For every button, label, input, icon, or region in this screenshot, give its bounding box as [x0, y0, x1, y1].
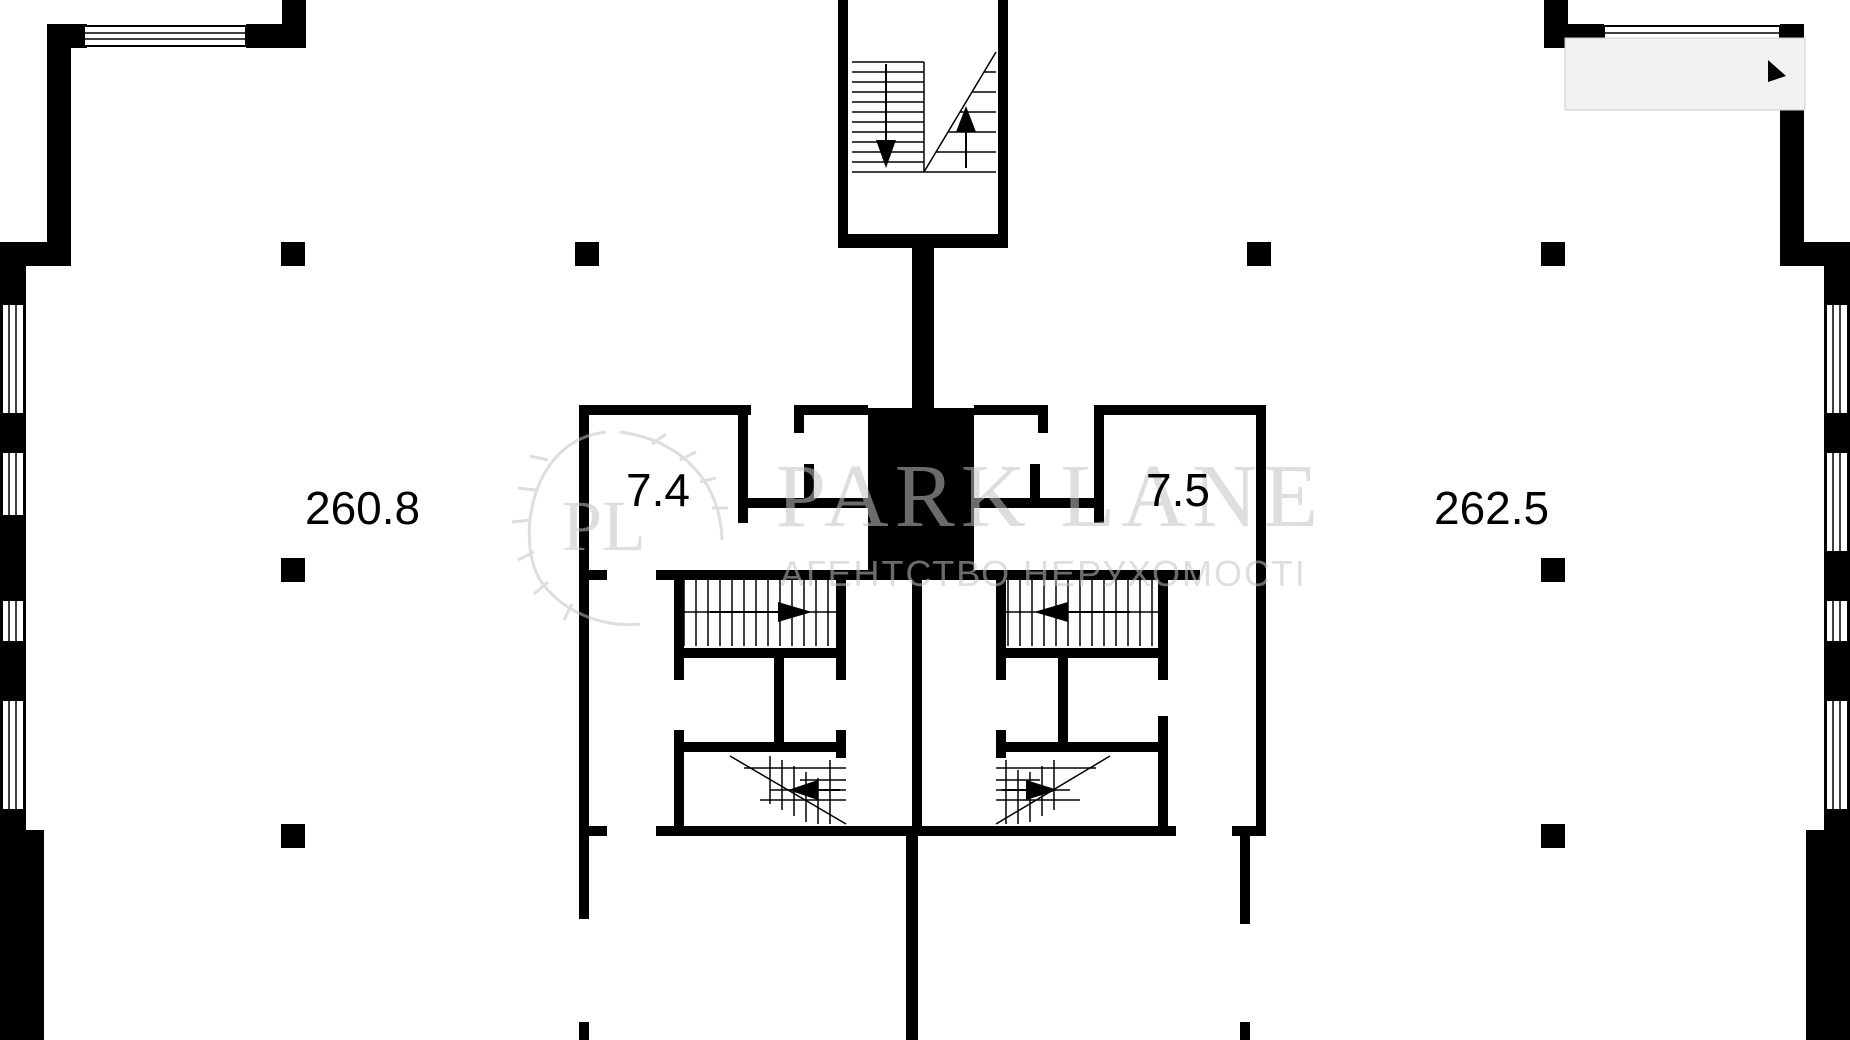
- window-icon: [1, 699, 25, 811]
- window-icon: [1, 451, 25, 517]
- center-divider-wall: [912, 576, 922, 832]
- left-landing-top: [674, 648, 846, 658]
- column-icon: [1247, 242, 1271, 266]
- left-upper-wall: [47, 24, 71, 266]
- window-icon: [1, 599, 25, 643]
- right-top-stub: [1544, 0, 1568, 48]
- stair-arrow-icon: [1034, 602, 1130, 622]
- room-area-left-hall: 260.8: [305, 482, 420, 534]
- column-icon: [281, 558, 305, 582]
- column-icon: [1541, 242, 1565, 266]
- right-stair-outer: [1158, 576, 1168, 680]
- left-landing-divider: [774, 648, 784, 752]
- column-icon: [1541, 558, 1565, 582]
- watermark-tagline: АГЕНТСТВО НЕРУХОМОСТІ: [780, 553, 1307, 594]
- lower-center-wall: [906, 832, 918, 1040]
- corner-arrow-icon: [1768, 60, 1786, 82]
- right-landing-divider: [1058, 648, 1068, 752]
- window-icon: [1825, 303, 1849, 415]
- right-room-left-wall: [1094, 405, 1104, 523]
- left-lower-stair-inner: [836, 730, 846, 758]
- stair-zone-bottom-wall: [656, 826, 1176, 836]
- left-room-right-wall: [738, 405, 748, 523]
- lower-right-wall: [1240, 832, 1250, 924]
- central-core: [579, 405, 1266, 1040]
- watermark: PL PARK LANE АГЕНТСТВО НЕРУХОМОСТІ: [511, 430, 1324, 627]
- right-landing-top: [996, 648, 1168, 658]
- left-core-door-jamb: [804, 464, 814, 498]
- left-lower-wall: [0, 830, 44, 1040]
- right-stair-inner: [996, 576, 1006, 680]
- column-icon: [281, 242, 305, 266]
- room-area-left-small: 7.4: [626, 464, 690, 516]
- window-icon: [83, 25, 247, 47]
- stair-zone-top-wall: [656, 570, 1200, 580]
- stair-arrow-icon: [956, 106, 976, 168]
- watermark-name: PARK LANE: [776, 447, 1324, 546]
- left-stair-outer: [674, 576, 684, 680]
- core-shaft: [868, 408, 974, 576]
- right-room-outer-wall: [1256, 405, 1266, 835]
- right-room-top-wall: [1094, 405, 1266, 415]
- stair-zone-bottom-right-stub: [1232, 826, 1266, 836]
- stair-zone-top-left-stub: [589, 570, 607, 580]
- right-core-stub: [1038, 405, 1048, 433]
- column-icon: [575, 242, 599, 266]
- left-top-corner: [47, 24, 87, 48]
- stair-treads: [852, 51, 997, 173]
- stair-arrow-icon: [710, 602, 812, 622]
- left-core-stub: [794, 405, 804, 433]
- right-core-door-jamb: [1030, 464, 1040, 498]
- stair-zone-bottom-left-stub: [579, 826, 607, 836]
- left-room-top-wall: [579, 405, 751, 415]
- windows: [1, 25, 1849, 811]
- left-stair-inner: [836, 576, 846, 680]
- left-landing-bottom: [674, 742, 846, 752]
- corridor-wall: [912, 248, 934, 416]
- room-area-right-small: 7.5: [1146, 464, 1210, 516]
- window-icon: [1825, 599, 1849, 643]
- corner-box: [1564, 37, 1806, 111]
- watermark-monogram: PL: [562, 486, 646, 566]
- column-icon: [281, 824, 305, 848]
- right-room-lower-wall: [974, 498, 1104, 508]
- room-area-right-hall: 262.5: [1434, 482, 1549, 534]
- stair-arrow-icon: [1002, 780, 1058, 800]
- right-lower-stair-outer: [1158, 716, 1168, 830]
- columns: [281, 242, 1565, 848]
- right-landing-bottom: [996, 742, 1168, 752]
- window-icon: [1825, 451, 1849, 553]
- laurel-wreath-icon: [511, 430, 728, 627]
- lower-left-stub: [579, 1022, 589, 1040]
- left-core-top-wall: [794, 405, 868, 415]
- window-icon: [1825, 699, 1849, 811]
- lower-right-stub: [1240, 1022, 1250, 1040]
- left-room-lower-wall: [738, 498, 868, 508]
- window-icon: [1, 303, 25, 415]
- top-stairwell: [838, 0, 1008, 416]
- stair-arrow-icon: [788, 780, 840, 800]
- left-lower-stair-outer: [674, 730, 684, 830]
- left-top-stub: [282, 0, 306, 48]
- right-core-top-wall: [974, 405, 1048, 415]
- column-icon: [1541, 824, 1565, 848]
- right-lower-wall: [1806, 830, 1850, 1040]
- left-room-outer-wall: [579, 405, 589, 919]
- right-lower-stair-inner: [996, 730, 1006, 758]
- stair-arrow-icon: [876, 64, 896, 168]
